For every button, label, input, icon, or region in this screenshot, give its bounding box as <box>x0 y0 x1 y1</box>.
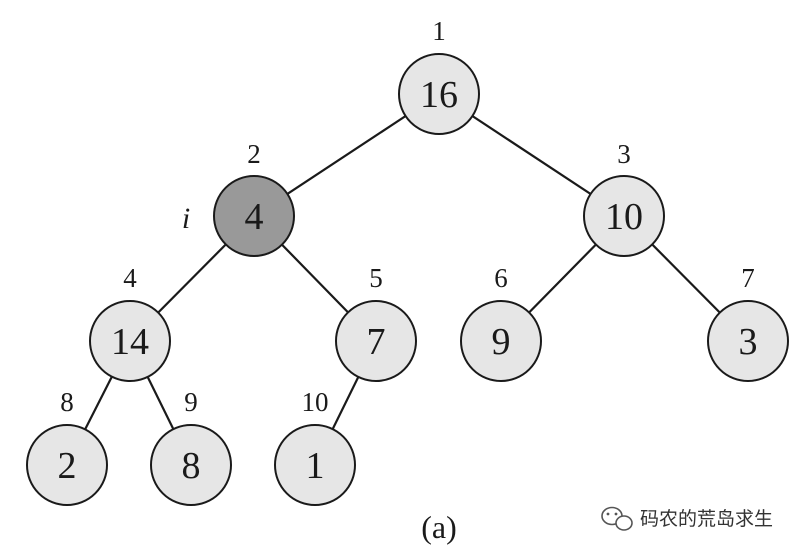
node-circle <box>213 175 295 257</box>
node-index: 1 <box>432 16 446 46</box>
node-index: 4 <box>123 263 137 293</box>
node-index: 7 <box>741 263 755 293</box>
node-circle <box>89 300 171 382</box>
node-circle <box>150 424 232 506</box>
node-index: 10 <box>302 387 329 417</box>
tree-node: 14 4 <box>89 263 171 382</box>
node-circle <box>583 175 665 257</box>
tree-node: 2 8 <box>26 387 108 506</box>
tree-node: 1 10 <box>274 387 356 506</box>
watermark: 码农的荒岛求生 <box>601 506 773 531</box>
node-value: 3 <box>739 321 758 363</box>
node-circle <box>335 300 417 382</box>
watermark-text: 码农的荒岛求生 <box>640 508 773 530</box>
node-circle <box>274 424 356 506</box>
node-index: 6 <box>494 263 508 293</box>
tree-node: 10 3 <box>583 139 665 257</box>
node-circle <box>460 300 542 382</box>
node-value: 9 <box>492 321 511 363</box>
node-index: 2 <box>247 139 261 169</box>
node-value: 7 <box>367 321 386 363</box>
node-value: 16 <box>420 74 458 116</box>
node-circle <box>398 53 480 135</box>
pointer-label: i <box>182 202 190 235</box>
tree-node: 9 6 <box>460 263 542 382</box>
node-index: 9 <box>184 387 198 417</box>
node-value: 1 <box>306 445 325 487</box>
node-value: 10 <box>605 196 643 238</box>
node-index: 5 <box>369 263 383 293</box>
tree-node: 8 9 <box>150 387 232 506</box>
diagram-caption: (a) <box>421 509 457 545</box>
tree-edges <box>66 93 749 466</box>
tree-node: 7 5 <box>335 263 417 382</box>
node-value: 14 <box>111 321 149 363</box>
node-circle <box>26 424 108 506</box>
tree-node-highlighted: 4 2 i <box>182 139 295 257</box>
node-value: 8 <box>182 445 201 487</box>
wechat-icon <box>601 506 633 531</box>
node-index: 3 <box>617 139 631 169</box>
node-value: 2 <box>58 445 77 487</box>
tree-node: 16 1 <box>398 16 480 135</box>
node-value: 4 <box>245 196 264 238</box>
node-index: 8 <box>60 387 74 417</box>
node-circle <box>707 300 789 382</box>
tree-node: 3 7 <box>707 263 789 382</box>
